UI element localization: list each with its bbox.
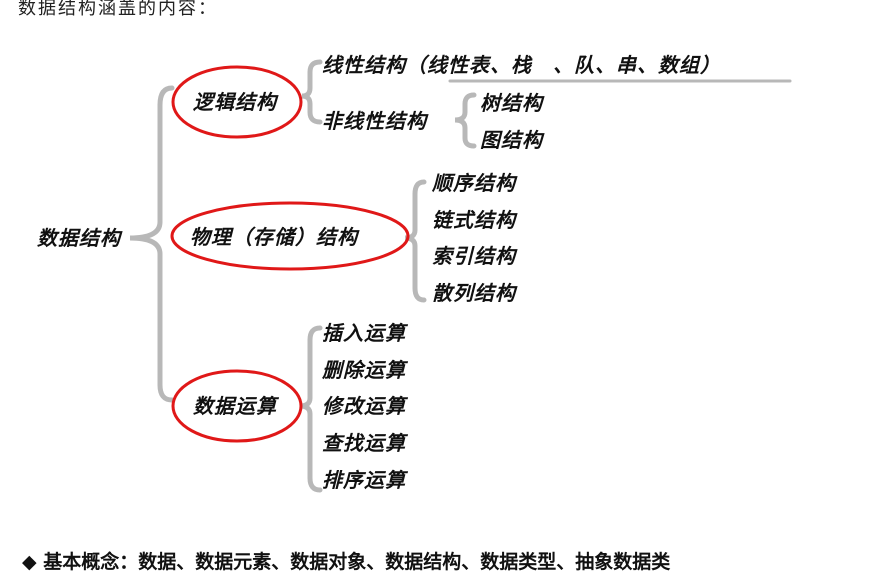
- root-node: 数据结构: [37, 226, 121, 250]
- operation-item: 查找运算: [322, 431, 406, 455]
- diamond-bullet-icon: ◆: [22, 551, 37, 573]
- tree-structure: 树结构: [480, 91, 543, 115]
- root-brace: [129, 85, 175, 403]
- operations-ellipse: [171, 369, 303, 443]
- operations-brace: [299, 325, 323, 493]
- physical-item: 散列结构: [432, 281, 516, 305]
- logical-brace: [301, 59, 323, 125]
- operations-node: 数据运算: [193, 394, 277, 418]
- logical-ellipse: [171, 65, 303, 139]
- operation-item: 删除运算: [322, 358, 406, 382]
- nonlinear-structure: 非线性结构: [322, 109, 427, 133]
- physical-node: 物理（存储）结构: [190, 225, 358, 249]
- nonlinear-brace: [454, 92, 477, 149]
- graph-structure: 图结构: [480, 128, 543, 152]
- logical-node: 逻辑结构: [193, 90, 277, 114]
- page-title: 数据结构涵盖的内容：: [18, 0, 218, 19]
- operation-item: 修改运算: [322, 394, 406, 418]
- physical-item: 索引结构: [432, 244, 516, 268]
- linear-structure: 线性结构（线性表、栈 、队、串、数组）: [322, 53, 721, 77]
- physical-brace: [404, 179, 427, 303]
- basic-concepts-line: ◆ 基本概念：数据、数据元素、数据对象、数据结构、数据类型、抽象数据类: [22, 550, 670, 574]
- operation-item: 排序运算: [322, 468, 406, 492]
- operation-item: 插入运算: [322, 321, 406, 345]
- physical-item: 顺序结构: [432, 171, 516, 195]
- basic-concepts-text: 基本概念：数据、数据元素、数据对象、数据结构、数据类型、抽象数据类: [43, 551, 671, 573]
- physical-ellipse: [170, 201, 410, 271]
- physical-item: 链式结构: [432, 208, 516, 232]
